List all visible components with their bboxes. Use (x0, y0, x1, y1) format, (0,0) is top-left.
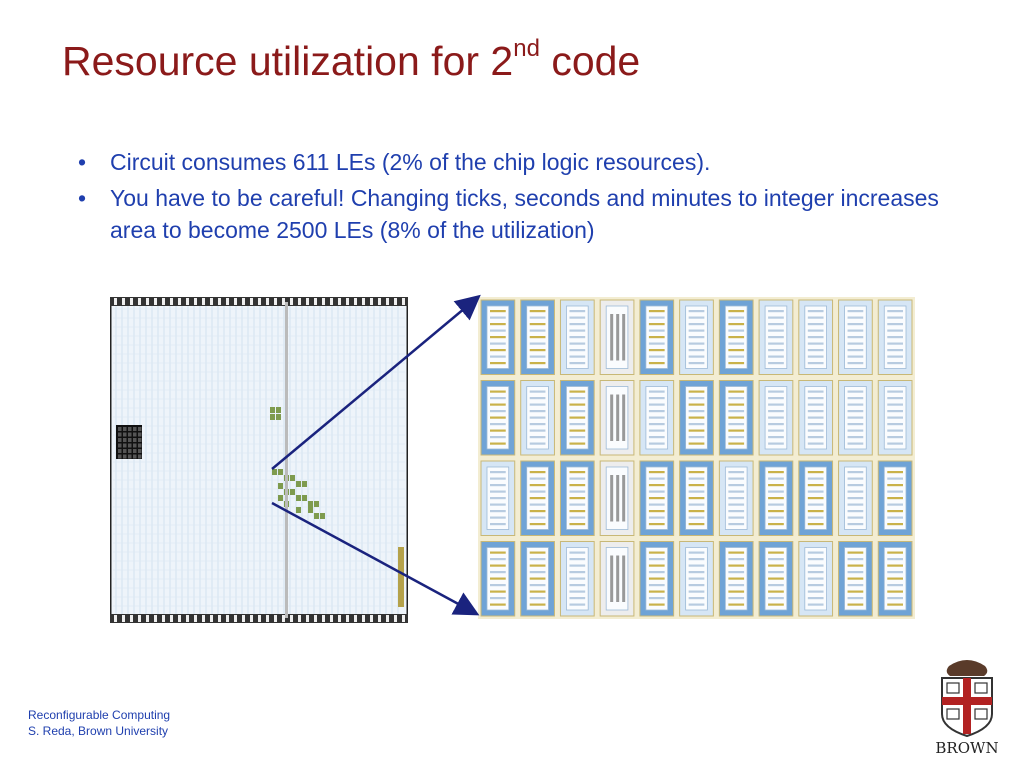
bullet-text: Circuit consumes 611 LEs (2% of the chip… (110, 149, 711, 175)
footer-author: S. Reda, Brown University (28, 724, 169, 738)
zoomed-floorplan-image (478, 297, 915, 619)
title-end: code (539, 38, 641, 84)
logo-wordmark: BROWN (935, 739, 998, 756)
footer-course: Reconfigurable Computing (28, 708, 171, 722)
bullet-marker: • (78, 185, 87, 211)
bullet-item: • You have to be careful! Changing ticks,… (78, 182, 978, 246)
zoomed-logic-grid (480, 299, 913, 617)
chip-floorplan-image (110, 297, 408, 623)
footer: Reconfigurable Computing S. Reda, Brown … (28, 707, 170, 739)
bullet-marker: • (78, 149, 87, 175)
bullet-text: You have to be careful! Changing ticks, … (110, 185, 939, 243)
bullet-item: • Circuit consumes 611 LEs (2% of the chi… (78, 146, 978, 178)
brown-university-logo: BROWN (935, 660, 999, 756)
io-block-cluster (116, 425, 142, 459)
slide-title: Resource utilization for 2nd code (62, 35, 641, 85)
bullet-list: • Circuit consumes 611 LEs (2% of the chi… (78, 146, 978, 250)
title-superscript: nd (513, 35, 540, 63)
title-main: Resource utilization for 2 (62, 38, 514, 84)
